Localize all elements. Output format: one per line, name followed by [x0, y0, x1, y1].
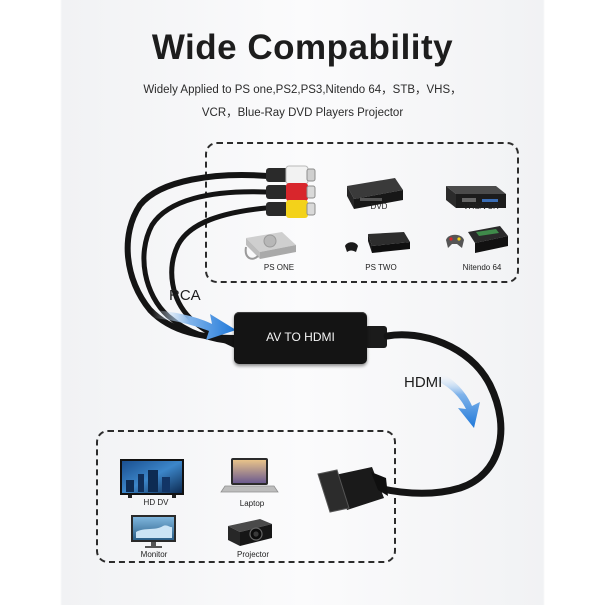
- nintendo-64-console-icon: [446, 226, 508, 253]
- dvd-player-icon: [347, 178, 403, 209]
- rca-white-plug: [266, 165, 316, 185]
- output-device-label-monitor: Monitor: [140, 550, 168, 559]
- hdmi-plug: [317, 467, 388, 513]
- hdmi-arrow: [436, 372, 480, 428]
- input-device-label-dvd: DVD: [370, 202, 388, 211]
- rca-red-plug: [266, 183, 316, 201]
- input-devices-box: [205, 142, 519, 283]
- hdmi-label: HDMI: [404, 374, 443, 391]
- rca-cable: [124, 172, 271, 349]
- input-device-label-nintendo-64: Nitendo 64: [462, 263, 502, 272]
- output-device-label-projector: Projector: [236, 550, 269, 559]
- output-device-label-laptop: Laptop: [239, 499, 265, 508]
- rca-yellow-plug: [266, 200, 316, 218]
- rca-arrow: [152, 310, 236, 340]
- adapter-label: AV TO HDMI: [266, 330, 335, 344]
- input-device-label-ps-one: PS ONE: [263, 263, 295, 272]
- monitor-icon: [131, 515, 176, 548]
- output-device-label-hd-dv: HD DV: [143, 498, 169, 507]
- projector-icon: [228, 519, 272, 546]
- input-device-label-vhs-vcr: VHS/VCR: [463, 202, 499, 211]
- ps-two-console-icon: [345, 232, 410, 253]
- ps-one-console-icon: [244, 232, 296, 260]
- output-devices-box: [96, 430, 396, 563]
- av-to-hdmi-adapter: AV TO HDMI: [234, 312, 367, 364]
- hd-tv-icon: [120, 459, 184, 498]
- vhs-vcr-icon: [446, 186, 506, 208]
- subtitle-line-1: Widely Applied to PS one,PS2,PS3,Nitendo…: [143, 84, 462, 96]
- headline: Wide Compability: [151, 28, 454, 67]
- subtitle-line-2: VCR，Blue-Ray DVD Players Projector: [201, 107, 404, 119]
- rca-label: RCA: [169, 287, 201, 304]
- laptop-icon: [220, 458, 279, 493]
- input-device-label-ps-two: PS TWO: [365, 263, 397, 272]
- hdmi-cable: [365, 326, 505, 497]
